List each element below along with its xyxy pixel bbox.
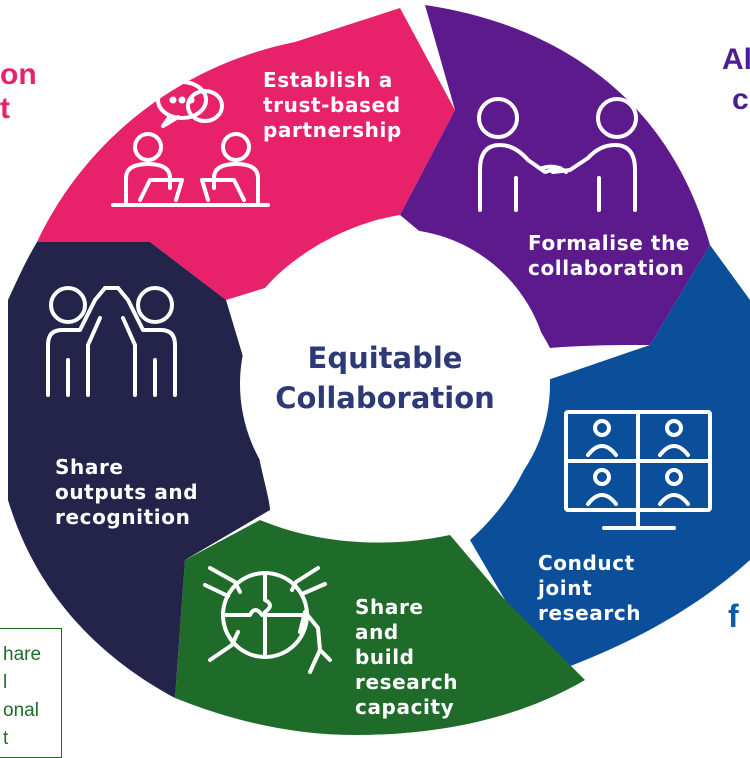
edge-fragment: t <box>0 92 10 125</box>
label-line: outputs and <box>55 480 199 504</box>
label-line: Conduct <box>538 551 635 575</box>
edge-fragment: c <box>732 83 749 116</box>
edge-fragment: f <box>728 598 739 634</box>
edge-text-top-left: on t <box>0 58 37 126</box>
video-call-icon <box>564 410 712 530</box>
edge-fragment: on <box>0 58 37 91</box>
center-title-line: Equitable <box>307 341 463 375</box>
label-line: Share <box>355 595 424 619</box>
label-formalise: Formalise the collaboration <box>528 231 690 281</box>
label-line: research <box>538 601 642 625</box>
label-build: Share and build research capacity <box>355 595 458 720</box>
label-line: build <box>355 645 415 669</box>
note-line: onal <box>3 700 39 721</box>
label-establish: Establish a trust-based partnership <box>263 68 402 143</box>
label-line: Establish a <box>263 68 393 92</box>
label-line: Formalise the <box>528 231 691 255</box>
handshake-icon <box>477 97 638 212</box>
edge-text-top-right: Al c <box>722 40 750 120</box>
label-line: research <box>355 670 459 694</box>
label-outputs: Share outputs and recognition <box>55 455 198 530</box>
meeting-chat-icon <box>111 80 270 207</box>
puzzle-hands-icon <box>203 566 332 674</box>
center-circle <box>240 229 550 539</box>
label-line: recognition <box>55 505 191 529</box>
note-line: t <box>3 728 9 749</box>
label-line: and <box>355 620 399 644</box>
label-line: joint <box>538 576 593 600</box>
note-line: l <box>3 672 8 693</box>
cropped-note-box: hare l onal t <box>0 628 62 758</box>
segment-conduct <box>470 245 750 670</box>
label-line: partnership <box>263 118 402 142</box>
center-title: Equitable Collaboration <box>255 338 515 418</box>
label-conduct: Conduct joint research <box>538 551 641 626</box>
edge-text-right: f <box>728 598 739 634</box>
note-line: hare <box>3 644 42 665</box>
center-title-line: Collaboration <box>275 381 495 415</box>
label-line: capacity <box>355 695 455 719</box>
label-line: trust-based <box>263 93 401 117</box>
label-line: collaboration <box>528 256 685 280</box>
edge-fragment: Al <box>722 43 750 76</box>
segment-outputs <box>8 242 270 698</box>
high-five-icon <box>46 286 177 397</box>
label-line: Share <box>55 455 124 479</box>
